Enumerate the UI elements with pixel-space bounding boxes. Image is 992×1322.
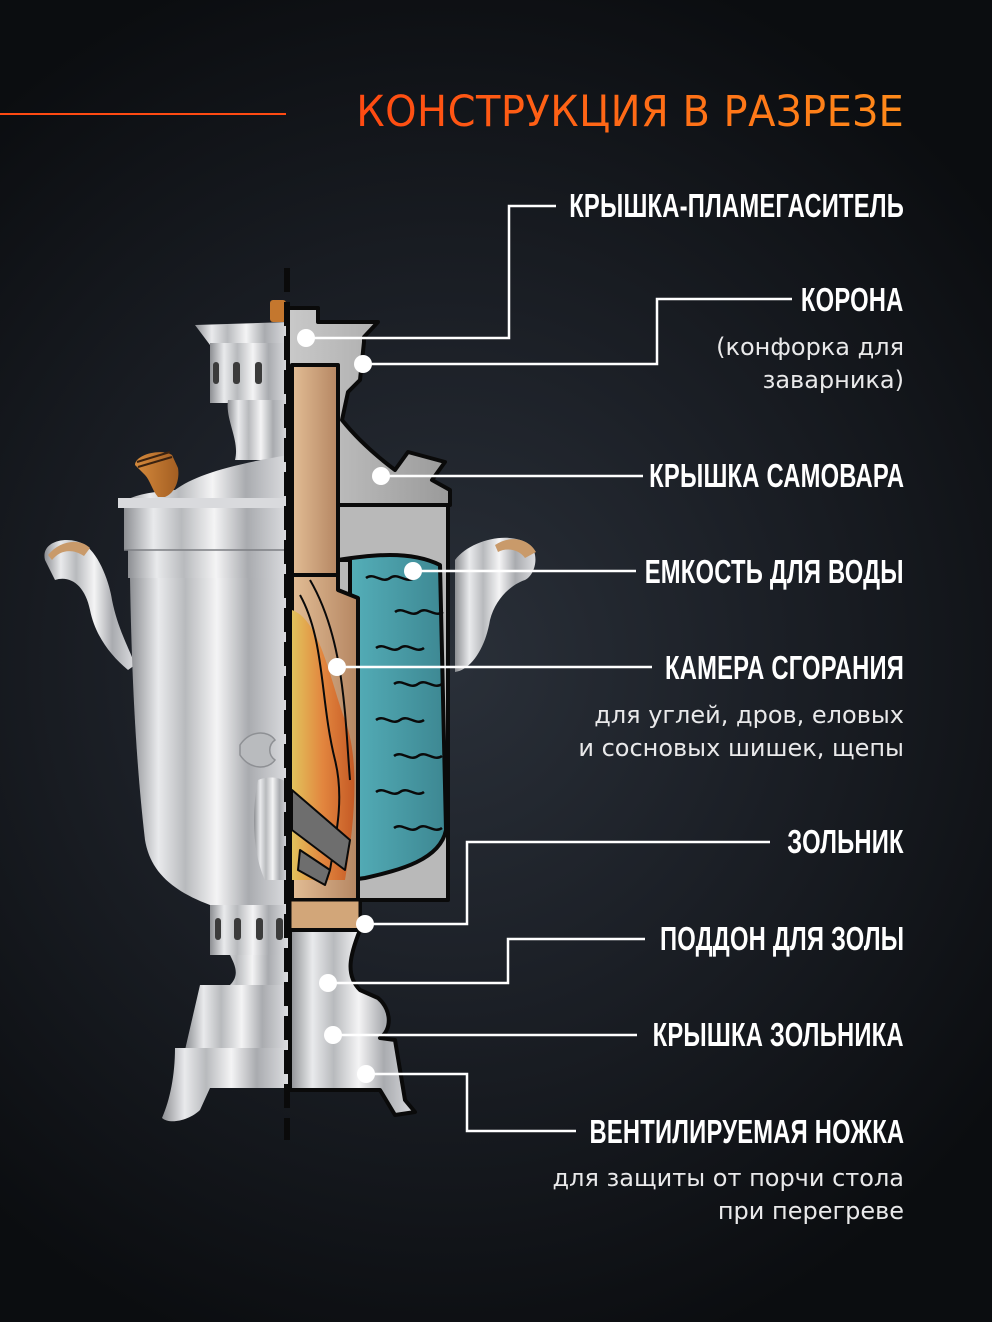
water-wave-marks xyxy=(365,575,444,831)
samovar-cutaway-half xyxy=(286,306,536,1117)
desc-combustion-line2: и сосновых шишек, щепы xyxy=(578,734,904,762)
label-ash-box-lid: КРЫШКА ЗОЛЬНИКА xyxy=(652,1016,904,1053)
samovar-exterior-half xyxy=(44,300,288,1122)
label-flame-arrester-lid: КРЫШКА-ПЛАМЕГАСИТЕЛЬ xyxy=(569,187,904,224)
label-ventilated-leg: ВЕНТИЛИРУЕМАЯ НОЖКА xyxy=(589,1113,904,1150)
label-combustion-chamber: КАМЕРА СГОРАНИЯ xyxy=(664,649,904,686)
desc-crown-line2: заварника) xyxy=(762,366,904,394)
header: КОНСТРУКЦИЯ В РАЗРЕЗЕ xyxy=(0,85,992,145)
label-samovar-lid: КРЫШКА САМОВАРА xyxy=(648,457,904,494)
desc-leg-line1: для защиты от порчи стола xyxy=(552,1164,904,1192)
desc-combustion-line1: для углей, дров, еловых xyxy=(594,701,904,729)
page-title: КОНСТРУКЦИЯ В РАЗРЕЗЕ xyxy=(356,87,904,137)
label-water-tank: ЕМКОСТЬ ДЛЯ ВОДЫ xyxy=(644,553,904,590)
label-ash-box: ЗОЛЬНИК xyxy=(787,823,904,860)
leader-lines xyxy=(306,204,792,1133)
label-crown: КОРОНА xyxy=(801,281,904,318)
title-accent-line xyxy=(0,113,286,115)
label-ash-tray: ПОДДОН ДЛЯ ЗОЛЫ xyxy=(659,920,904,957)
desc-crown-line1: (конфорка для xyxy=(716,333,904,361)
desc-leg-line2: при перегреве xyxy=(717,1197,904,1225)
callout-dots xyxy=(297,329,422,1083)
